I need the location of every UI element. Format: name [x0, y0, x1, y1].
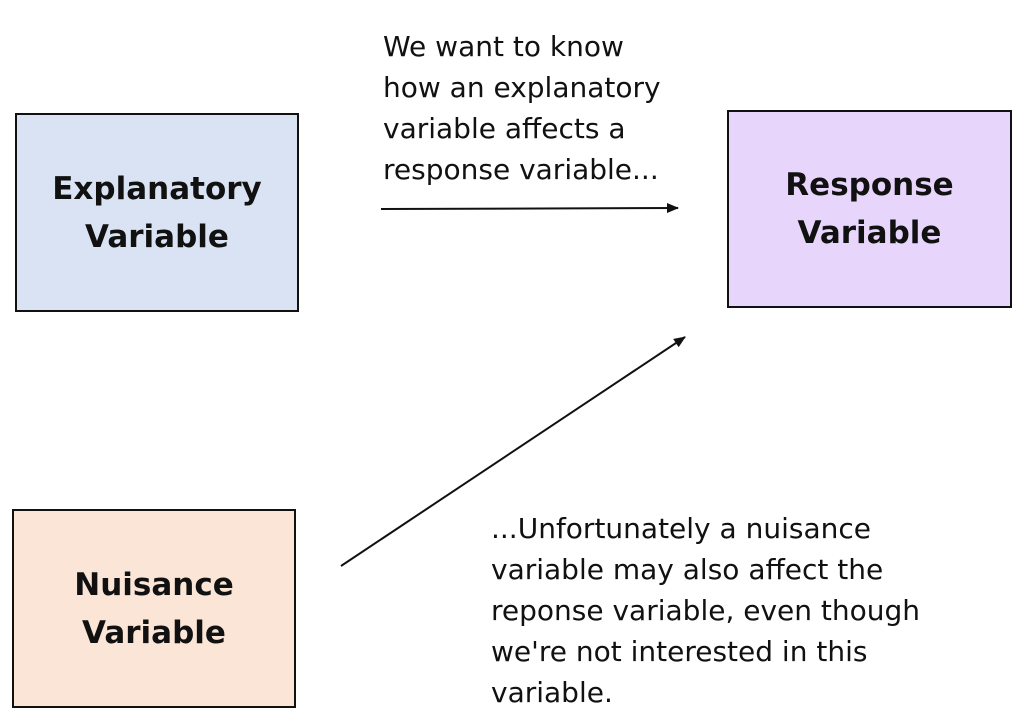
explanatory-to-response-arrow — [380, 203, 679, 214]
nuisance-variable-label: Nuisance Variable — [74, 566, 234, 651]
explanatory-variable-box: Explanatory Variable — [15, 113, 299, 312]
explanatory-effect-annotation: We want to know how an explanatory varia… — [383, 30, 661, 186]
response-variable-box: Response Variable — [727, 110, 1012, 308]
nuisance-to-response-arrow — [340, 336, 686, 567]
nuisance-variable-box: Nuisance Variable — [12, 509, 296, 708]
explanatory-variable-label: Explanatory Variable — [52, 170, 262, 255]
nuisance-effect-annotation: ...Unfortunately a nuisance variable may… — [491, 512, 921, 709]
response-variable-label: Response Variable — [785, 167, 954, 251]
